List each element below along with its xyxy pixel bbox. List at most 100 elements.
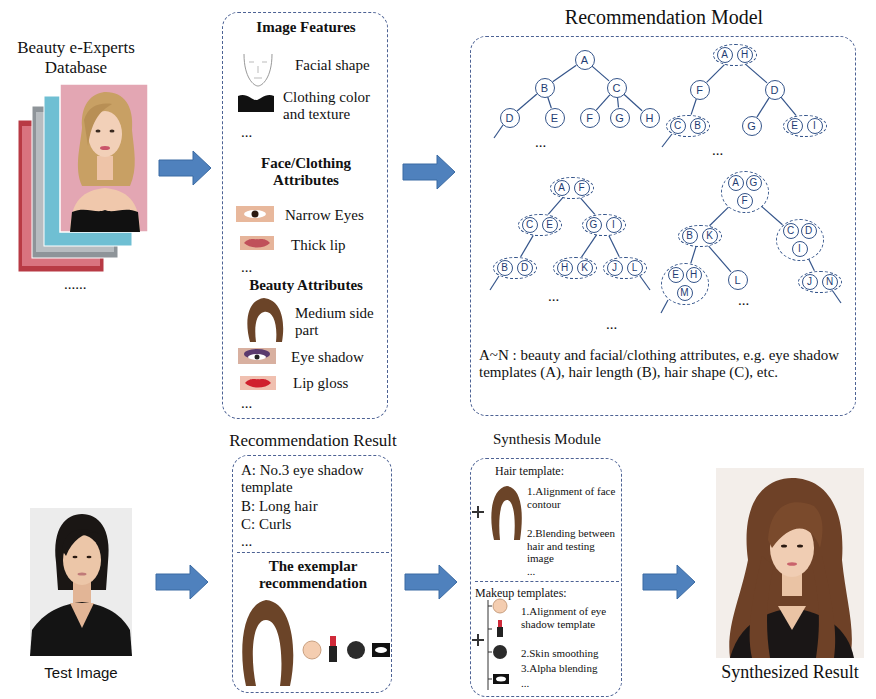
heading: Image Features <box>223 19 389 36</box>
tree-edge <box>745 64 767 83</box>
tree-node: F <box>580 108 600 128</box>
node-text: C: Curls <box>241 516 389 533</box>
tree-edge <box>809 259 815 271</box>
tree-letter: L <box>729 271 747 289</box>
feature-icons <box>244 210 266 218</box>
tree-node: JL <box>603 257 647 279</box>
synthesis-icons <box>493 645 507 659</box>
synthesis-icons <box>497 627 503 637</box>
tree-edge <box>762 206 783 224</box>
node-text: ... <box>521 677 561 690</box>
tree-stubs <box>494 125 503 138</box>
tree-edge <box>592 66 609 81</box>
feature-icons <box>238 95 274 112</box>
node-text: A: No.3 eye shadow template <box>241 462 389 497</box>
node-text: 2.Skin smoothing <box>521 647 619 660</box>
synthesis-icons <box>493 674 509 684</box>
test-photo <box>30 508 132 656</box>
synthesis-icons <box>472 634 484 646</box>
tree-edge <box>707 64 725 82</box>
tree-edge <box>548 198 563 215</box>
tree-edge <box>624 94 642 111</box>
tree-stubs <box>490 125 841 313</box>
test-image: Test Image <box>30 508 132 656</box>
exemplar-icons <box>372 643 390 657</box>
tree-edge <box>548 97 552 108</box>
feature-icons <box>245 379 271 388</box>
tree-node: B <box>535 78 555 98</box>
tree-letter: E <box>542 217 558 233</box>
node-text: Test Image <box>20 664 142 681</box>
tree-letter: I <box>792 241 808 257</box>
tree-letter: A <box>728 175 744 191</box>
tree-letter: G <box>611 109 629 127</box>
feature-icons <box>238 348 276 364</box>
node-text: 2.Blending between hair and testing imag… <box>527 527 621 565</box>
node-text: Thick lip <box>291 237 381 254</box>
node-text: ... <box>527 565 567 578</box>
node-text: 1.Alignment of face contour <box>527 485 621 510</box>
tree-letter: A <box>576 51 594 69</box>
exemplar-icons <box>347 641 365 659</box>
tree-letter: C <box>522 217 538 233</box>
feature-icons <box>248 354 266 360</box>
tree-letter: D <box>501 109 519 127</box>
photo-stack-illustration <box>18 84 148 272</box>
ellipsis-label: ... <box>712 142 723 159</box>
tree-letter: F <box>581 109 599 127</box>
tree-edge <box>618 98 619 108</box>
tree-node: CE <box>518 214 562 236</box>
tree-node: D <box>765 80 785 100</box>
node-text: ... <box>241 259 281 276</box>
node-text: 3.Alpha blending <box>521 662 619 675</box>
synthesis-icons <box>496 677 506 682</box>
test-photo <box>78 572 87 575</box>
tree-letter: F <box>737 193 753 209</box>
tree-letter: B <box>536 79 554 97</box>
feature-icons <box>236 206 274 222</box>
tree-node: G <box>742 116 762 136</box>
heading: Face/Clothing Attributes <box>231 155 381 190</box>
ellipsis-label: ... <box>606 316 617 333</box>
photo-stack-illustration <box>84 104 112 146</box>
exemplar-icons <box>303 641 321 659</box>
tree-stubs <box>490 276 499 290</box>
synthesized-photo <box>797 545 803 548</box>
tree-stubs <box>662 134 672 147</box>
photo-stack-illustration <box>70 188 140 232</box>
result-box: Recommendation ResultA: No.3 eye shadow … <box>232 455 392 693</box>
tree-letter: H <box>557 260 573 276</box>
tree-letter: E <box>787 118 803 134</box>
tree-letter: C <box>608 79 626 97</box>
test-photo <box>70 603 94 628</box>
block-arrow <box>403 155 455 189</box>
tree-letter: A <box>554 180 570 196</box>
feature-icons <box>247 298 283 342</box>
tree-letter: J <box>802 274 818 290</box>
tree-node: AF <box>550 177 594 199</box>
tree-edge <box>582 235 597 257</box>
photo-stack-illustration <box>110 130 115 133</box>
tree-node: CB <box>666 115 710 137</box>
heading: Recommendation Model <box>511 6 817 29</box>
node-text: Lip gloss <box>293 375 383 392</box>
tree-letter: I <box>807 118 823 134</box>
node-text: ... <box>241 124 281 141</box>
tree-edge <box>781 97 796 115</box>
tree-letter: E <box>668 267 684 283</box>
tree-node: D <box>500 108 520 128</box>
exemplar-icons <box>330 636 336 646</box>
tree-node: JN <box>798 271 842 293</box>
node-text: A~N : beauty and facial/clothing attribu… <box>479 347 849 382</box>
feature-icons <box>244 349 270 359</box>
heading: Beauty Attributes <box>223 277 389 294</box>
tree-node: BK <box>678 225 722 247</box>
tree-letter: C <box>783 223 799 239</box>
synthesis-box: Synthesis ModuleHair template:1.Alignmen… <box>470 458 622 697</box>
photo-stack-illustration <box>60 84 148 232</box>
tree-stubs <box>640 276 650 290</box>
tree-letter: F <box>691 81 709 99</box>
node-text: B: Long hair <box>241 498 389 515</box>
node-text: ... <box>241 395 281 412</box>
test-photo <box>73 556 78 559</box>
